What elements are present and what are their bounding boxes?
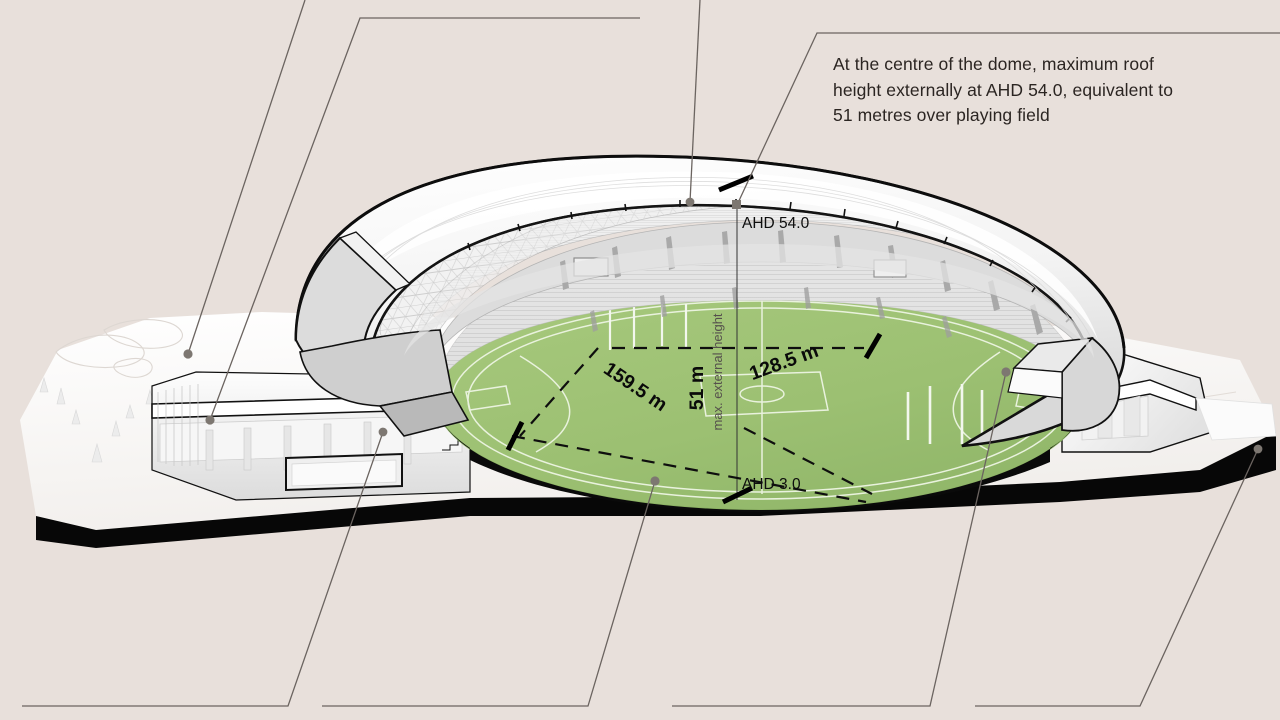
leader-lines (22, 0, 1280, 707)
label-height-51: 51 m (686, 366, 708, 410)
leader-roof-north (689, 0, 701, 203)
leader-dot-east-bowl (1001, 367, 1011, 377)
leader-dot-roof-north (685, 197, 695, 207)
leader-east-edge (975, 448, 1259, 707)
leader-dot-east-edge (1253, 444, 1263, 454)
east-podium-cutaway (1061, 351, 1277, 453)
dimension-lines (505, 173, 883, 505)
leader-west-bowl (209, 17, 640, 421)
stadium-roof-dome (294, 154, 1126, 448)
leader-dot-west-concourse (378, 427, 388, 437)
leader-roof-apex (736, 32, 1280, 206)
leader-dot-roof-apex (732, 200, 741, 209)
tick-ahd-54 (718, 173, 754, 193)
label-ahd-54: AHD 54.0 (742, 215, 810, 232)
leader-west-concourse (22, 431, 384, 707)
label-max-external-height: max. external height (710, 313, 725, 430)
tick-ahd-3 (721, 485, 754, 505)
leader-west-roof (187, 0, 306, 355)
leader-dot-west-bowl (205, 415, 215, 425)
leader-dot-west-roof (183, 349, 193, 359)
dimension-line-diagonal (743, 427, 873, 495)
dimension-line-159-upper (519, 347, 599, 437)
leader-dot-field (650, 476, 660, 486)
tick-128-east (863, 332, 883, 360)
dimension-line-159 (511, 434, 867, 504)
leader-field (322, 480, 656, 707)
leader-dots (183, 197, 1263, 486)
leader-east-bowl (672, 371, 1007, 707)
label-ahd-3: AHD 3.0 (742, 476, 801, 493)
tick-159-west (505, 420, 525, 452)
goal-posts-east (906, 384, 984, 444)
roof-height-callout: At the centre of the dome, maximum roof … (833, 54, 1174, 125)
